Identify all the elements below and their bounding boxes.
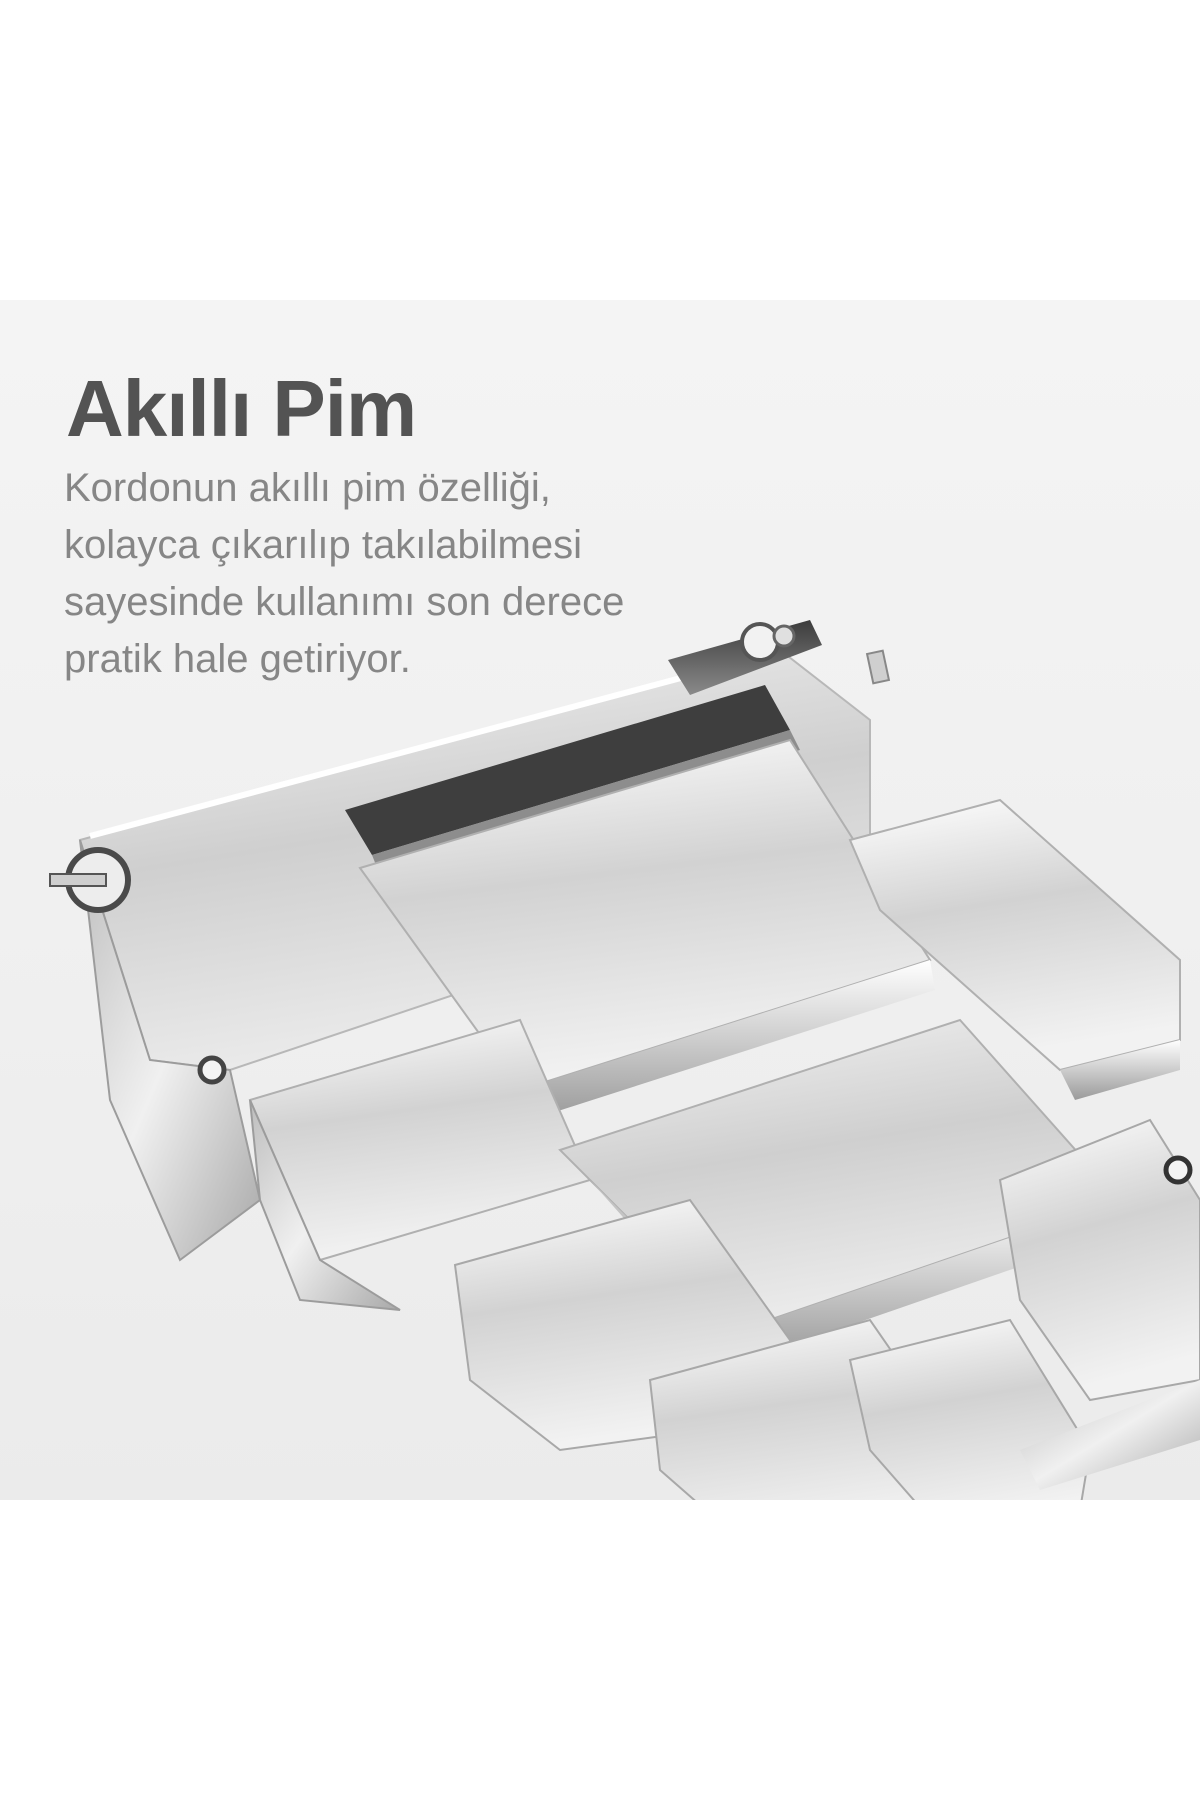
- watch-band-image: [49, 620, 1200, 1500]
- feature-title: Akıllı Pim: [66, 364, 417, 453]
- feature-description: Kordonun akıllı pim özelliği, kolayca çı…: [64, 460, 704, 688]
- description-line: pratik hale getiriyor.: [64, 637, 411, 681]
- product-feature-panel: Akıllı Pim Kordonun akıllı pim özelliği,…: [0, 300, 1200, 1500]
- description-line: kolayca çıkarılıp takılabilmesi: [64, 523, 582, 567]
- description-line: sayesinde kullanımı son derece: [64, 580, 625, 624]
- description-line: Kordonun akıllı pim özelliği,: [64, 466, 551, 510]
